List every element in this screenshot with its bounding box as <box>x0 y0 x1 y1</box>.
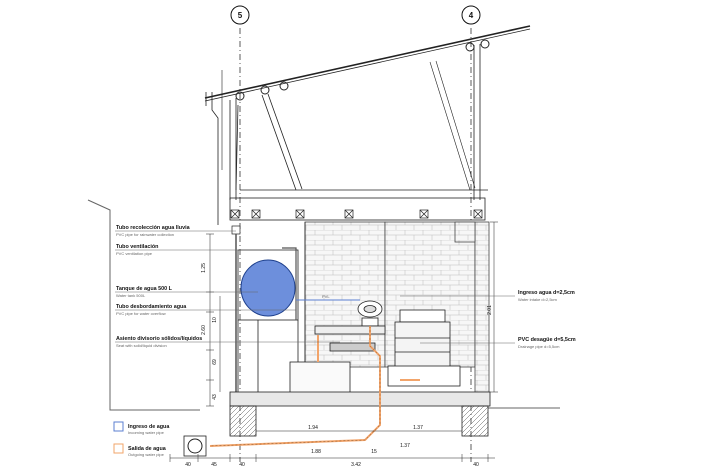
legend-swatch-outgoing <box>113 443 124 454</box>
label-subtitle: Water tank 500L <box>116 293 146 298</box>
label-subtitle: Seat with solid/liquid division <box>116 343 167 348</box>
pipe-tag: PVL <box>322 294 330 299</box>
label-title: Tubo desbordamiento agua <box>116 304 187 310</box>
label-water-intake: Ingreso agua d=2,5cm Water intake d=2,5c… <box>518 290 575 302</box>
label-subtitle: Water intake d=2,5cm <box>518 297 558 302</box>
label-title: Tanque de agua 500 L <box>116 286 173 292</box>
legend-subtitle: Incoming water pipe <box>128 430 165 435</box>
dim-b-1: 40 <box>185 462 191 468</box>
label-title: Ingreso agua d=2,5cm <box>518 290 575 296</box>
leader-lines <box>115 230 515 344</box>
dim-v-2: 10 <box>212 317 218 323</box>
dim-v-4: 69 <box>212 359 218 365</box>
legend-subtitle: Outgoing water pipe <box>128 452 165 457</box>
legend-swatch-incoming <box>113 421 124 432</box>
label-rainwater-pipe: Tubo recolección agua lluvia PVC pipe fo… <box>116 225 191 237</box>
legend-item-outgoing: Salida de agua Outgoing water pipe <box>113 443 167 457</box>
label-title: Tubo ventilación <box>116 244 158 250</box>
label-subtitle: PVC pipe for water overflow <box>116 311 166 316</box>
dimension-line-right <box>490 221 498 393</box>
label-subtitle: PVC pipe for rainwater collection <box>116 232 174 237</box>
dim-b-5: 15 <box>371 449 377 455</box>
foundation-right <box>461 405 489 437</box>
legend-title: Salida de agua <box>128 446 167 452</box>
beam-markers <box>230 209 483 219</box>
ventilation-pipe <box>282 247 297 320</box>
legend: Ingreso de agua Incoming water pipe Sali… <box>113 421 170 457</box>
label-drain-pipe: PVC desagüe d=5,5cm Drainage pipe d=5,5c… <box>518 337 576 349</box>
label-title: PVC desagüe d=5,5cm <box>518 337 576 343</box>
grid-axis-4-label: 4 <box>469 11 474 20</box>
dim-v-5: 43 <box>212 394 218 400</box>
grid-axis-5: 5 <box>230 5 250 25</box>
legend-title: Ingreso de agua <box>128 424 170 430</box>
drain-pipe-centerline <box>209 326 381 447</box>
label-overflow-pipe: Tubo desbordamiento agua PVC pipe for wa… <box>116 304 187 316</box>
label-subtitle: PVC ventilation pipe <box>116 251 153 256</box>
floor-slab <box>229 391 491 407</box>
toilet-seat <box>314 300 386 335</box>
grid-axis-4: 4 <box>461 5 481 25</box>
label-subtitle: Drainage pipe d=5,5cm <box>518 344 560 349</box>
dim-v-6: 2.01 <box>487 305 493 315</box>
sink <box>394 309 451 368</box>
dim-floor-3: 1.37 <box>400 443 410 449</box>
label-title: Asiento divisorio sólidos/líquidos <box>116 336 202 342</box>
dim-floor-1: 1.94 <box>308 425 318 431</box>
label-divider-seat: Asiento divisorio sólidos/líquidos Seat … <box>116 336 202 348</box>
terrain <box>87 199 560 411</box>
dim-b-3: 40 <box>239 462 245 468</box>
dim-b-4: 1.88 <box>311 449 321 455</box>
dim-b-6: 3.42 <box>351 462 361 468</box>
water-tank <box>240 259 296 317</box>
gutter-marker <box>231 225 241 235</box>
dim-b-2: 45 <box>211 462 217 468</box>
dim-v-1: 1.25 <box>201 263 207 273</box>
dim-v-3: 2.60 <box>201 325 207 335</box>
septic-chamber <box>187 438 203 454</box>
label-water-tank: Tanque de agua 500 L Water tank 500L <box>116 286 173 298</box>
dim-b-7: 40 <box>473 462 479 468</box>
lintel-block <box>454 221 476 243</box>
dimension-lines-bottom <box>169 454 495 462</box>
legend-item-incoming: Ingreso de agua Incoming water pipe <box>113 421 170 435</box>
label-title: Tubo recolección agua lluvia <box>116 225 191 231</box>
roof-structure <box>204 25 531 225</box>
septic-box <box>183 435 207 457</box>
foundation-left <box>229 405 257 437</box>
label-ventilation-pipe: Tubo ventilación PVC ventilation pipe <box>116 244 158 256</box>
dimension-lines-left <box>206 233 221 407</box>
grid-axis-5-label: 5 <box>238 11 243 20</box>
dim-floor-2: 1.37 <box>413 425 423 431</box>
